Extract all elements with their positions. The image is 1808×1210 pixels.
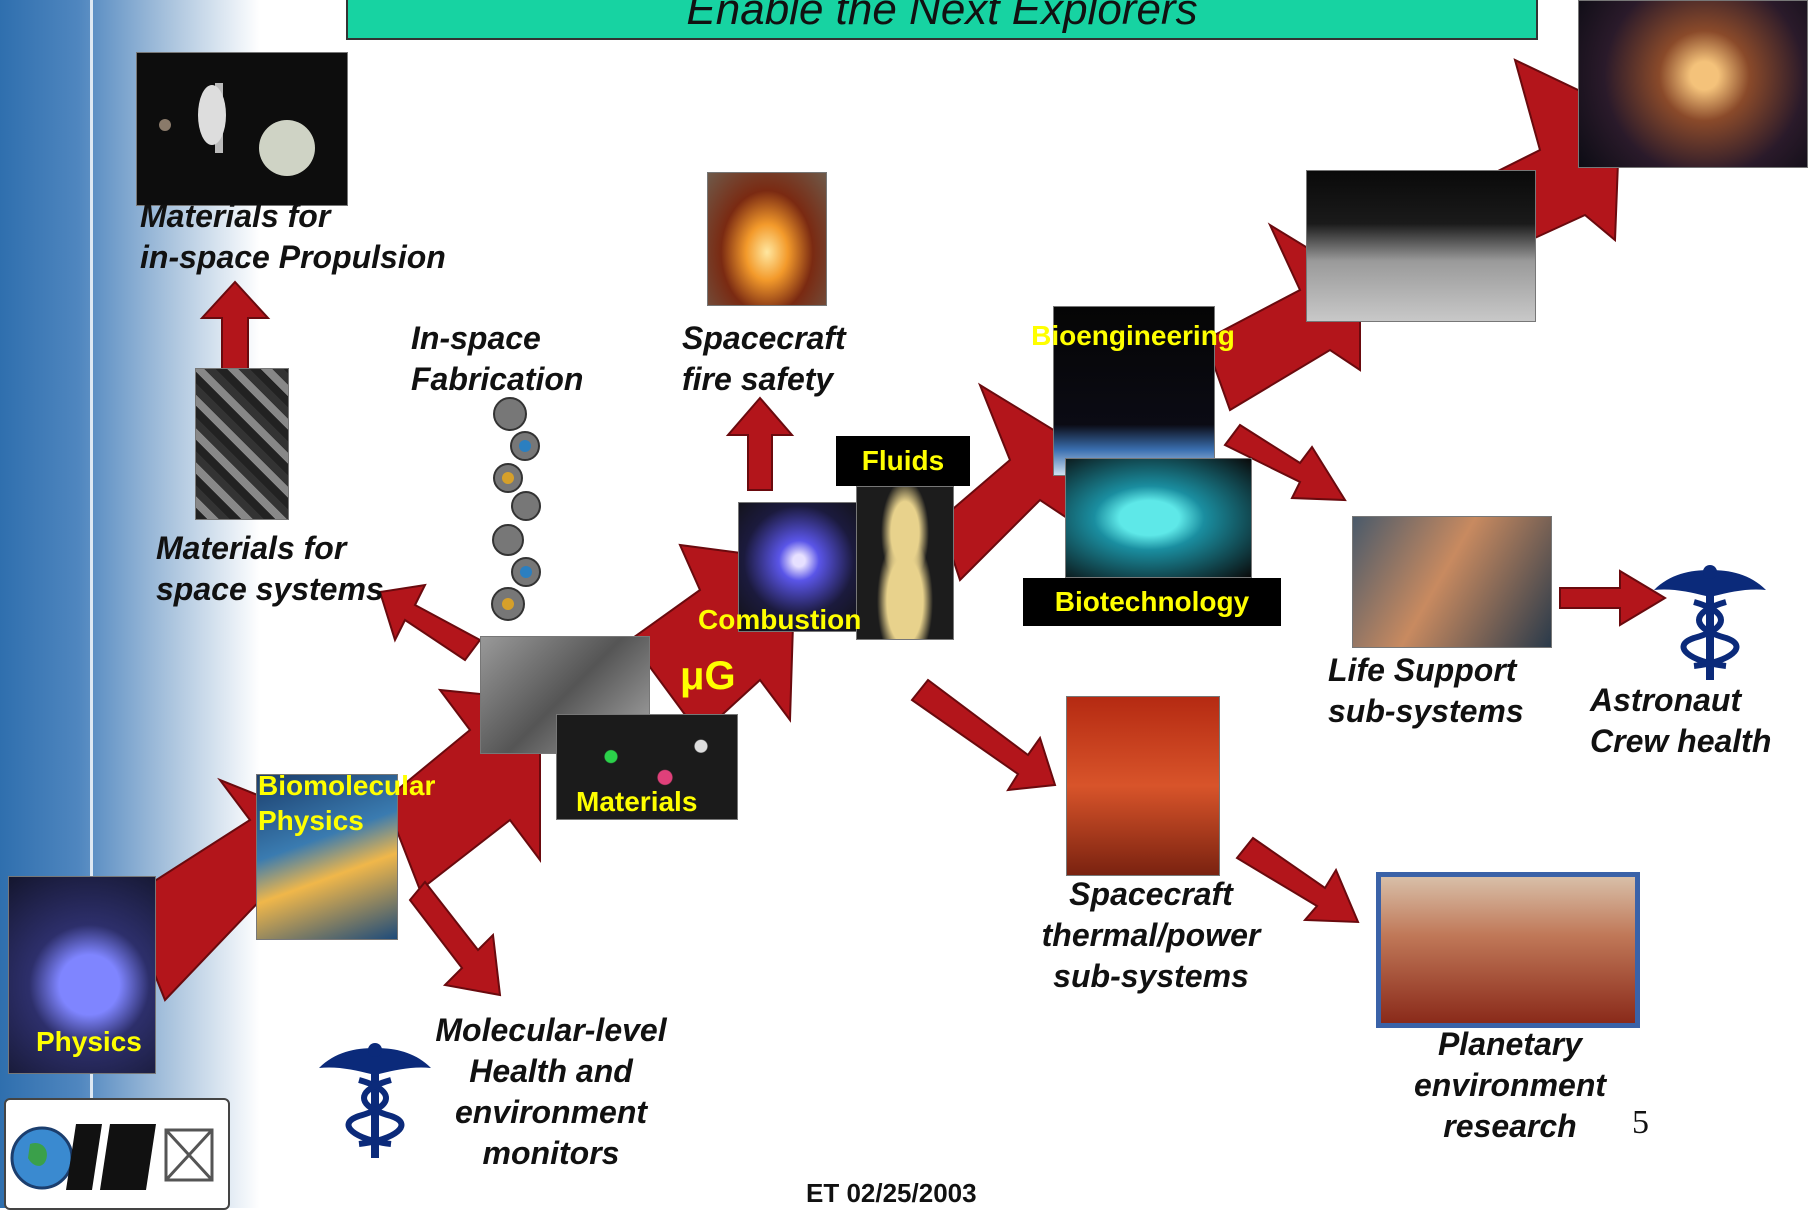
sidebar-divider bbox=[90, 0, 93, 1208]
tag-combustion: Combustion bbox=[698, 604, 862, 635]
lunar-base-image bbox=[1306, 170, 1536, 322]
title-banner: Enable the Next Explorers bbox=[346, 0, 1538, 40]
arrow-up-fire-safety bbox=[725, 396, 795, 491]
footer-date: ET 02/25/2003 bbox=[806, 1178, 977, 1208]
label-thermal-power: Spacecraft thermal/power sub-systems bbox=[1041, 876, 1261, 994]
tag-fluids: Fluids bbox=[836, 436, 970, 486]
mu-g-label: μG bbox=[680, 654, 736, 698]
label-fire-safety: Spacecraft fire safety bbox=[682, 320, 846, 397]
materials-image bbox=[556, 714, 738, 820]
gears-icon bbox=[491, 397, 541, 621]
combustion-flame-image bbox=[738, 502, 860, 632]
tag-biomolecular: Biomolecular Physics bbox=[258, 770, 436, 836]
label-materials-space-systems: Materials for space systems bbox=[156, 530, 384, 607]
bioengineering-astronaut-image bbox=[1053, 306, 1215, 476]
arrow-to-molecular bbox=[408, 880, 502, 997]
life-support-image bbox=[1352, 516, 1552, 648]
arrow-to-thermal bbox=[910, 678, 1057, 792]
biomolecular-dna-image bbox=[256, 774, 398, 940]
tag-physics: Physics bbox=[36, 1026, 142, 1057]
arrow-to-space-systems bbox=[378, 583, 482, 662]
arrow-to-planetary bbox=[1235, 836, 1360, 924]
propulsion-spacecraft-image bbox=[136, 52, 348, 206]
label-planetary: Planetary environment research bbox=[1413, 1026, 1607, 1144]
physics-science-cover-image bbox=[8, 876, 156, 1074]
thermal-power-mars-image bbox=[1066, 696, 1220, 876]
galaxy-image bbox=[1578, 0, 1808, 168]
planetary-research-image bbox=[1376, 872, 1640, 1028]
page-number: 5 bbox=[1632, 1104, 1649, 1141]
caduceus-icon bbox=[1654, 565, 1766, 680]
caduceus-icon bbox=[319, 1043, 431, 1158]
tag-biotechnology: Biotechnology bbox=[1023, 578, 1281, 626]
label-crew-health: Astronaut Crew health bbox=[1590, 682, 1772, 759]
tag-materials: Materials bbox=[576, 786, 698, 817]
label-life-support: Life Support sub-systems bbox=[1328, 652, 1524, 729]
arrow-up-propulsion bbox=[199, 280, 271, 381]
arrow-to-life-support bbox=[1223, 423, 1347, 502]
slide-title: Enable the Next Explorers bbox=[686, 0, 1198, 34]
fire-safety-flame-image bbox=[707, 172, 827, 306]
label-molecular-health: Molecular-level Health and environment m… bbox=[435, 1012, 667, 1171]
fluids-drop-image bbox=[856, 486, 954, 640]
tag-bioengineering: Bioengineering bbox=[1031, 320, 1235, 351]
space-systems-material-image bbox=[195, 368, 289, 520]
nasa-microgravity-logo bbox=[4, 1098, 230, 1210]
biotechnology-embryo-image bbox=[1065, 458, 1252, 578]
arrow-to-crew-health bbox=[1559, 569, 1667, 627]
label-materials-propulsion: Materials for in-space Propulsion bbox=[140, 198, 446, 275]
label-in-space-fabrication: In-space Fabrication bbox=[411, 320, 584, 397]
